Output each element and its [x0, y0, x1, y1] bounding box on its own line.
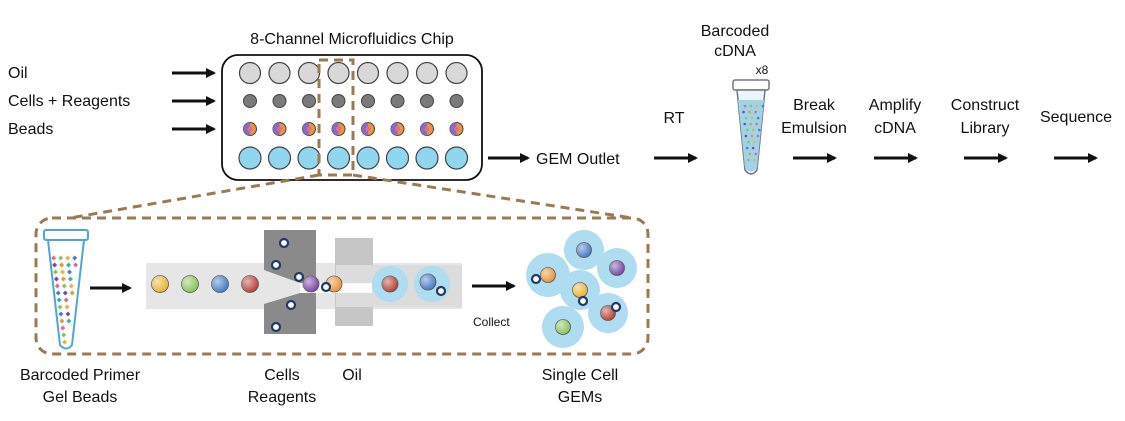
rt-label: RT [663, 110, 684, 127]
step-break-line2: Emulsion [781, 120, 847, 137]
cells-well [331, 94, 346, 108]
oil-well [356, 61, 380, 85]
cells-well [420, 94, 434, 108]
bead-well [302, 122, 316, 136]
cells-well [390, 94, 405, 108]
cell-icon [293, 271, 305, 283]
zoom-detail-box [34, 216, 650, 356]
bead-well [243, 122, 257, 136]
input-label-cells-reagents: Cells + Reagents [8, 93, 130, 110]
gem-cluster [526, 230, 637, 348]
step-amplify-line2: cDNA [874, 120, 916, 137]
oil-well [415, 61, 439, 85]
gem-well [267, 146, 292, 170]
zoom-line-right [352, 173, 633, 220]
step-amplify-cdna: Amplify cDNA [869, 97, 921, 163]
bead-well [272, 122, 287, 136]
oil-well [238, 61, 262, 85]
microfluidic-junction [146, 230, 462, 334]
oil-well [327, 61, 350, 85]
cells-label-line2: Reagents [248, 389, 317, 406]
chip-wells [238, 61, 469, 170]
gem-well [356, 146, 380, 170]
step-sequence: Sequence [1040, 109, 1112, 163]
oil-well [386, 61, 409, 85]
chip-channel-highlight [317, 58, 355, 177]
bead-well [331, 122, 346, 136]
tube-title-line2: cDNA [714, 43, 756, 60]
gel-bead-tube-icon [43, 229, 89, 350]
gel-beads-label-line1: Barcoded Primer [20, 367, 141, 384]
cell-icon [610, 301, 622, 313]
cells-well [243, 94, 257, 108]
chip-title: 8-Channel Microfluidics Chip [250, 31, 454, 48]
oil-well [268, 61, 291, 85]
cell-icon [530, 273, 542, 285]
cells-well [272, 94, 287, 108]
cell-icon [270, 259, 282, 271]
oil-label: Oil [342, 367, 362, 384]
bead-well [420, 122, 434, 136]
bead-well [361, 122, 375, 136]
collect-label: Collect [473, 315, 510, 329]
gem-well [238, 146, 262, 170]
cell-icon [278, 237, 290, 249]
step-construct-line1: Construct [951, 97, 1020, 114]
gem-well [326, 146, 351, 170]
tube-title-line1: Barcoded [701, 23, 770, 40]
step-construct-line2: Library [961, 120, 1010, 137]
zoom-line-left [69, 173, 320, 220]
step-break-line1: Break [793, 97, 836, 114]
bead-well [390, 122, 405, 136]
cells-label-line1: Cells [264, 367, 300, 384]
cell-icon [285, 299, 297, 311]
gem-outlet-label: GEM Outlet [536, 151, 620, 168]
cell-icon [577, 295, 589, 307]
gems-label-line1: Single Cell [542, 367, 618, 384]
cell-icon [270, 321, 282, 333]
gel-beads-label-line2: Gel Beads [43, 389, 118, 406]
cell-icon [320, 281, 332, 293]
step-construct-library: Construct Library [951, 97, 1020, 163]
bead-well [449, 122, 464, 136]
gems-label-line2: GEMs [558, 389, 602, 406]
cell-icon [435, 285, 447, 297]
gem-well [444, 146, 469, 170]
step-amplify-line1: Amplify [869, 97, 921, 114]
tube-multiplier: x8 [756, 63, 769, 77]
cells-well [302, 94, 316, 108]
step-sequence-line1: Sequence [1040, 109, 1112, 126]
gem-well [297, 146, 321, 170]
gem-well [415, 146, 439, 170]
cells-well [361, 94, 375, 108]
input-label-oil: Oil [8, 65, 28, 82]
oil-well [445, 61, 468, 85]
input-label-beads: Beads [8, 121, 53, 138]
gem-well [385, 146, 410, 170]
oil-well [297, 61, 321, 85]
step-break-emulsion: Break Emulsion [781, 97, 847, 163]
cdna-tube-icon [732, 79, 770, 175]
channel-beads [151, 237, 450, 333]
cells-well [449, 94, 464, 108]
